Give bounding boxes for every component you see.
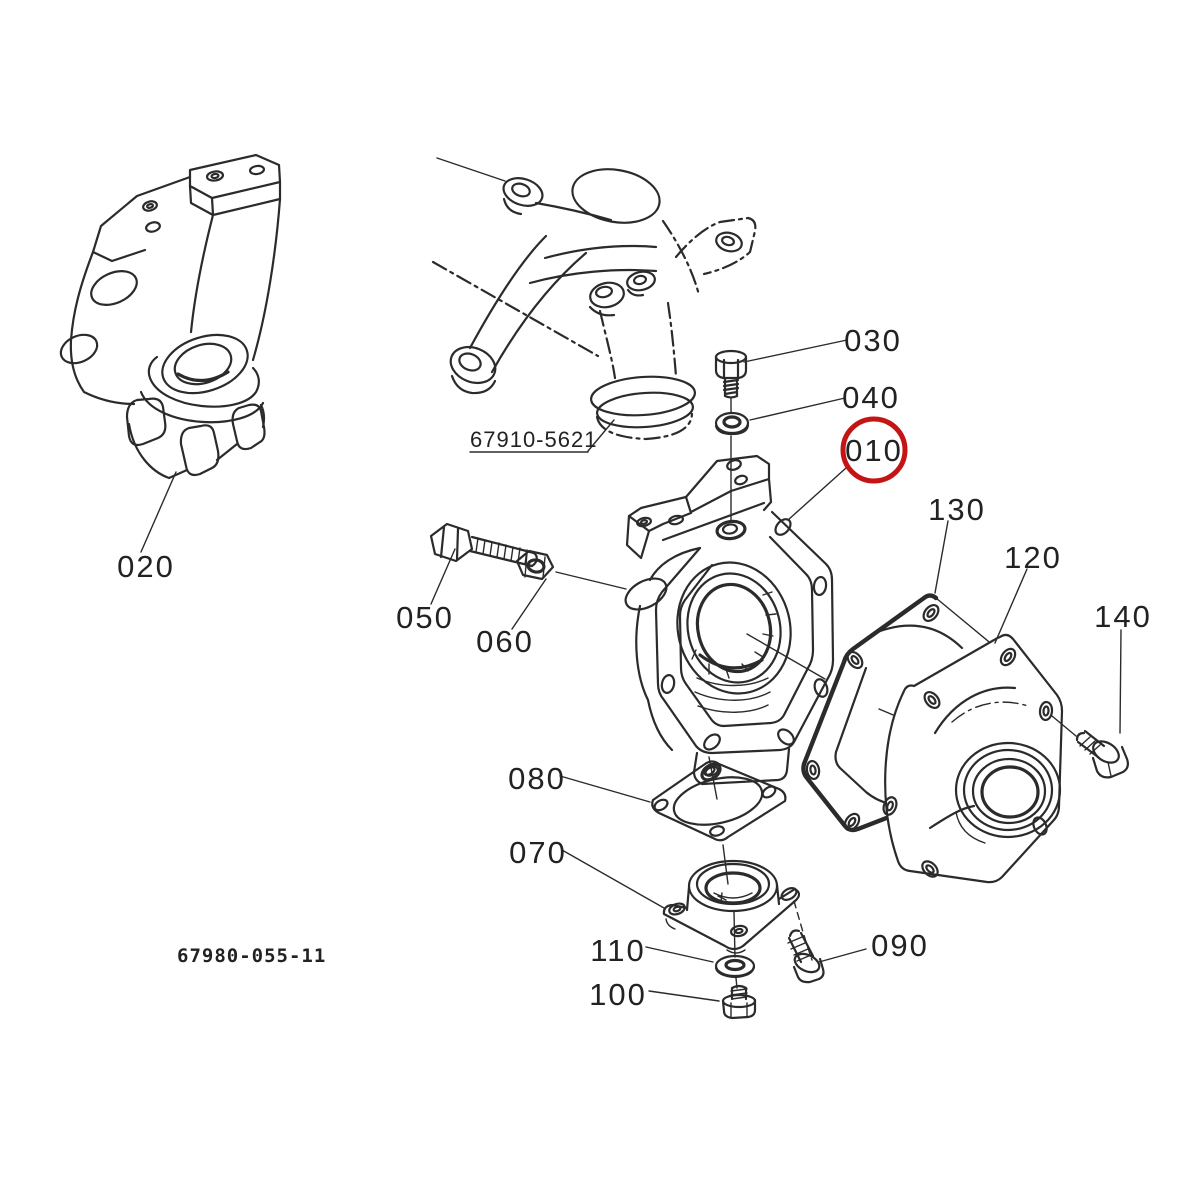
gasket-130-drawing [801,593,995,833]
bolt-050-drawing [429,522,538,568]
callout-050[interactable]: 050 [396,600,454,635]
callout-120[interactable]: 120 [1004,540,1062,575]
callout-090[interactable]: 090 [871,928,929,963]
part-67910-assembly-drawing [431,157,757,441]
nut-060-drawing [515,549,627,590]
callout-130[interactable]: 130 [928,492,986,527]
callout-100[interactable]: 100 [589,977,647,1012]
assembly-axis-line-right [746,633,826,680]
callout-020[interactable]: 020 [117,549,175,584]
leader-110 [645,946,714,963]
gasket-080-drawing [651,756,787,885]
leader-050 [430,548,456,605]
callout-140[interactable]: 140 [1094,599,1152,634]
leader-120 [994,568,1028,644]
leader-060 [511,578,547,630]
leader-010 [787,467,847,521]
bolt-100-drawing [721,984,757,1020]
callout-080[interactable]: 080 [508,761,566,796]
callout-030[interactable]: 030 [844,323,902,358]
leader-100 [648,990,720,1002]
leader-040 [749,397,846,421]
leader-030 [743,339,848,363]
bolt-090-drawing [787,929,825,984]
selected-part-highlight-circle [840,416,908,484]
leader-070 [561,849,665,909]
assembly-ref-link[interactable]: 67910-5621 [470,427,597,452]
leader-assembly-ref [469,419,615,453]
callout-110[interactable]: 110 [590,933,645,968]
cover-120-drawing [882,633,1064,884]
leader-lines [140,339,1122,1002]
leader-090 [818,948,867,963]
bolt-140-drawing [1051,715,1129,779]
part-020-drawing [59,153,282,480]
leader-020 [140,471,177,553]
bolt-030-drawing [714,349,748,413]
callout-040[interactable]: 040 [842,380,900,415]
callout-010[interactable]: 010 [845,433,903,468]
washer-110-drawing [714,954,756,989]
leader-080 [559,775,651,803]
callout-060[interactable]: 060 [476,624,534,659]
flange-070-drawing [662,859,813,961]
leader-130 [934,520,949,594]
leader-140 [1119,629,1122,734]
washer-040-drawing [714,411,750,522]
part-010-drawing [624,454,835,786]
callout-070[interactable]: 070 [509,835,567,870]
drawing-ref-number: 67980-055-11 [177,945,326,967]
